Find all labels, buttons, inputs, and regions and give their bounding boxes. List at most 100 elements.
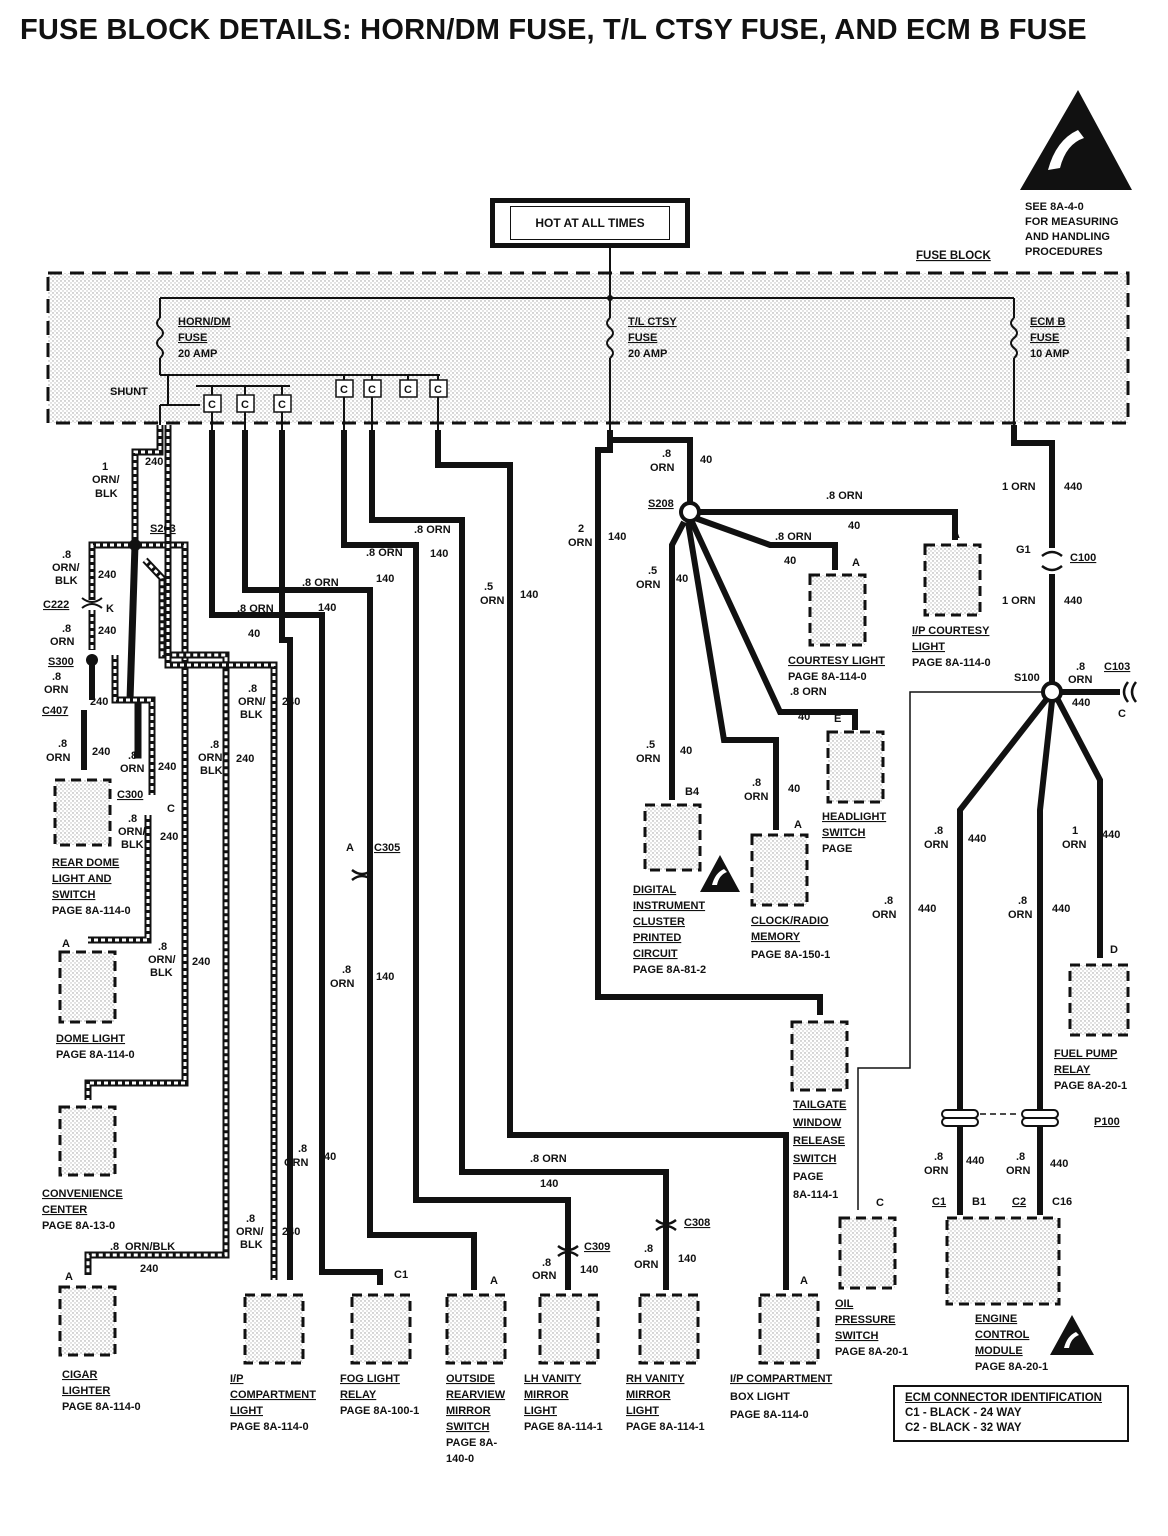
w-140-i: 140 bbox=[678, 1253, 696, 1265]
w-40-f: 40 bbox=[798, 711, 810, 723]
w-orn-t: ORN bbox=[1008, 909, 1033, 921]
s100-label: S100 bbox=[1014, 672, 1040, 684]
w-8-j: .8 bbox=[246, 1213, 255, 1225]
s208-label: S208 bbox=[648, 498, 674, 510]
cigar-3: PAGE 8A-114-0 bbox=[62, 1401, 141, 1413]
esd-note-3: AND HANDLING bbox=[1025, 231, 1110, 243]
ipct-1: I/P COURTESY bbox=[912, 625, 990, 637]
w-440-a: 440 bbox=[1064, 481, 1082, 493]
w-5-c: .5 bbox=[646, 739, 655, 751]
c-term-4: C bbox=[340, 384, 348, 396]
tg-3: RELEASE bbox=[793, 1135, 845, 1147]
w-140-b: 140 bbox=[376, 573, 394, 585]
w-orn-c2: ORN bbox=[1062, 839, 1087, 851]
w-orn-p: ORN bbox=[744, 791, 769, 803]
pin-c16: C16 bbox=[1052, 1196, 1072, 1208]
w-40-b: 40 bbox=[324, 1151, 336, 1163]
pin-e: E bbox=[834, 713, 841, 725]
tg-6: 8A-114-1 bbox=[793, 1189, 838, 1201]
dig-6: PAGE 8A-81-2 bbox=[633, 964, 706, 976]
pin-a-cigar: A bbox=[65, 1271, 73, 1283]
rh-vanity-mirror-light bbox=[638, 1293, 700, 1365]
w-240-c: 240 bbox=[98, 625, 116, 637]
w-8-orn-c: .8 ORN bbox=[366, 547, 403, 559]
w-8-orn-a: .8 ORN bbox=[237, 603, 274, 615]
conv-1: CONVENIENCE bbox=[42, 1188, 123, 1200]
s300-label: S300 bbox=[48, 656, 74, 668]
hot-label: HOT AT ALL TIMES bbox=[510, 206, 670, 240]
wire-ecm-b-c100 bbox=[1011, 425, 1055, 548]
pin-b1: B1 bbox=[972, 1196, 986, 1208]
fog-2: RELAY bbox=[340, 1389, 377, 1401]
w-140-c: 140 bbox=[430, 548, 448, 560]
w-8-v: .8 bbox=[1016, 1151, 1025, 1163]
rh-2: MIRROR bbox=[626, 1389, 671, 1401]
rear-dome-2: LIGHT AND bbox=[52, 873, 112, 885]
pin-c-c300: C bbox=[167, 803, 175, 815]
c100-label: C100 bbox=[1070, 552, 1096, 564]
ecm-3: MODULE bbox=[975, 1345, 1023, 1357]
rear-dome-4: PAGE 8A-114-0 bbox=[52, 905, 131, 917]
w-8-r: .8 bbox=[934, 825, 943, 837]
oil-3: SWITCH bbox=[835, 1330, 878, 1342]
rh-1: RH VANITY bbox=[626, 1373, 685, 1385]
w-140-a: 140 bbox=[318, 602, 336, 614]
splice-s100 bbox=[1041, 681, 1063, 703]
w-orn-q: ORN bbox=[1068, 674, 1093, 686]
fp-2: RELAY bbox=[1054, 1064, 1091, 1076]
dome-1: DOME LIGHT bbox=[56, 1033, 125, 1045]
w-1: 1 bbox=[102, 461, 108, 473]
horn-dm-fuse-symbol bbox=[156, 298, 164, 375]
w-240-h: 240 bbox=[236, 753, 254, 765]
w-40-i: 40 bbox=[788, 783, 800, 795]
ip-compartment-box-light bbox=[758, 1293, 820, 1365]
w-blk-g: BLK bbox=[200, 765, 223, 777]
w-orn-5b: ORN bbox=[636, 579, 661, 591]
om-6: 140-0 bbox=[446, 1453, 474, 1465]
s203-label: S203 bbox=[150, 523, 176, 535]
c308-connector-icon bbox=[655, 1218, 677, 1232]
w-1orn-b: 1 ORN bbox=[1002, 595, 1036, 607]
ipc-4: PAGE 8A-114-0 bbox=[230, 1421, 309, 1433]
w-orn-b: ORN bbox=[50, 636, 75, 648]
conv-2: CENTER bbox=[42, 1204, 87, 1216]
w-140-e: 140 bbox=[608, 531, 626, 543]
tg-1: TAILGATE bbox=[793, 1099, 846, 1111]
convenience-center bbox=[58, 1105, 117, 1177]
w-orn-v: ORN bbox=[1006, 1165, 1031, 1177]
w-orn-c: ORN bbox=[44, 684, 69, 696]
rear-dome-light bbox=[53, 778, 112, 847]
w-40-e: 40 bbox=[784, 555, 796, 567]
ip-courtesy-light bbox=[923, 543, 982, 617]
w-8-o: .8 bbox=[662, 448, 671, 460]
clk-2: MEMORY bbox=[751, 931, 801, 943]
w-8-a: .8 bbox=[62, 549, 71, 561]
w-blk-a: BLK bbox=[55, 575, 78, 587]
w-orn-5a: ORN bbox=[480, 595, 505, 607]
page-title: FUSE BLOCK DETAILS: HORN/DM FUSE, T/L CT… bbox=[20, 14, 1087, 46]
ecm-id-c2: C2 - BLACK - 32 WAY bbox=[905, 1422, 1022, 1434]
w-orn-e: ORN bbox=[120, 763, 145, 775]
w-8-orn-h: .8 ORN bbox=[790, 686, 827, 698]
hl-1: HEADLIGHT bbox=[822, 811, 886, 823]
w-240-g: 240 bbox=[160, 831, 178, 843]
pin-a-c305: A bbox=[346, 842, 354, 854]
clk-3: PAGE 8A-150-1 bbox=[751, 949, 830, 961]
wire-fuel-pump bbox=[1055, 698, 1103, 958]
w-2: 2 bbox=[578, 523, 584, 535]
w-240-a: 240 bbox=[145, 456, 163, 468]
w-orn-m: ORN bbox=[532, 1270, 557, 1282]
w-8-orn-e: .8 ORN bbox=[530, 1153, 567, 1165]
fuse1-name: HORN/DM bbox=[178, 316, 231, 328]
w-orn-k: ORN bbox=[330, 978, 355, 990]
w-orn-n: ORN bbox=[634, 1259, 659, 1271]
om-3: MIRROR bbox=[446, 1405, 491, 1417]
w-orn-r: ORN bbox=[924, 839, 949, 851]
w-8-s: .8 bbox=[884, 895, 893, 907]
left-hatched-wires bbox=[84, 425, 230, 1275]
shunt-label: SHUNT bbox=[110, 386, 148, 398]
wire-tailgate bbox=[595, 430, 823, 1015]
p100-connector-icon bbox=[941, 1109, 1059, 1127]
tg-2: WINDOW bbox=[793, 1117, 842, 1129]
w-8-e: .8 bbox=[128, 750, 137, 762]
